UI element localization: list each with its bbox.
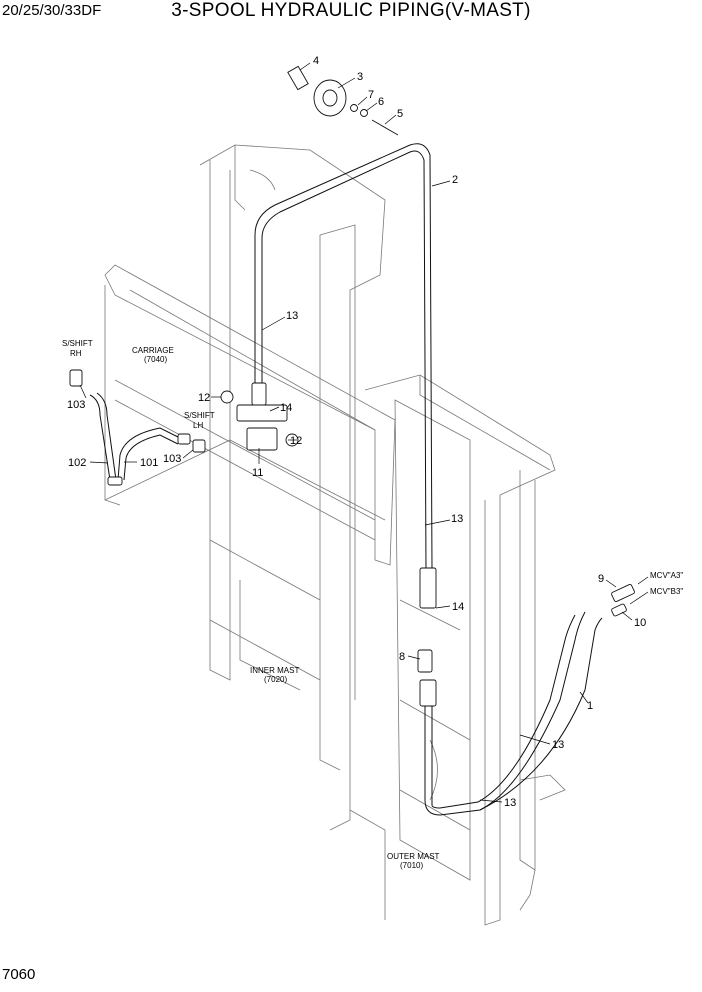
callout-14-lower: 14 bbox=[452, 601, 464, 613]
leader-lines bbox=[79, 62, 649, 803]
note-inner-mast-ref: (7020) bbox=[264, 675, 287, 684]
callout-8: 8 bbox=[399, 651, 405, 663]
note-carriage-ref: (7040) bbox=[144, 355, 167, 364]
note-mcv-a3: MCV"A3" bbox=[650, 571, 683, 580]
note-sshift-lh-line1: S/SHIFT bbox=[184, 411, 215, 420]
callout-7: 7 bbox=[368, 89, 374, 101]
inner-mast-frame bbox=[199, 144, 386, 920]
callout-12-left: 12 bbox=[198, 392, 210, 404]
shaft-pin bbox=[287, 65, 309, 91]
note-outer-mast-ref: (7010) bbox=[400, 861, 423, 870]
mcv-adapters bbox=[611, 584, 635, 617]
callout-13-lower-b: 13 bbox=[504, 797, 516, 809]
callout-101: 101 bbox=[140, 457, 158, 469]
note-inner-mast: INNER MAST bbox=[250, 666, 299, 675]
callout-103-right: 103 bbox=[163, 453, 181, 465]
outer-mast-frame bbox=[364, 374, 566, 926]
callout-9: 9 bbox=[598, 573, 604, 585]
nut bbox=[360, 109, 368, 117]
manifold-block bbox=[220, 390, 299, 451]
callout-14-upper: 14 bbox=[280, 402, 292, 414]
callout-4: 4 bbox=[313, 55, 319, 67]
callout-5: 5 bbox=[397, 108, 403, 120]
callout-13-middle: 13 bbox=[451, 513, 463, 525]
note-outer-mast: OUTER MAST bbox=[387, 852, 440, 861]
callout-1: 1 bbox=[587, 700, 593, 712]
page-title: 3-SPOOL HYDRAULIC PIPING(V-MAST) bbox=[171, 0, 531, 21]
callout-11: 11 bbox=[252, 467, 263, 479]
note-carriage: CARRIAGE bbox=[132, 346, 174, 355]
hose-assembly-2 bbox=[254, 143, 433, 571]
bolt bbox=[371, 119, 399, 136]
callout-6: 6 bbox=[378, 96, 384, 108]
callout-10: 10 bbox=[634, 617, 646, 629]
callout-102: 102 bbox=[68, 457, 86, 469]
washer bbox=[350, 104, 358, 112]
carriage-frame bbox=[104, 264, 396, 566]
page-number: 7060 bbox=[2, 966, 36, 983]
model-code: 20/25/30/33DF bbox=[2, 2, 102, 19]
callout-13-lower-a: 13 bbox=[552, 739, 564, 751]
sideshift-fittings bbox=[69, 369, 206, 486]
sheave-wheel bbox=[313, 79, 347, 117]
note-sshift-lh-line2: LH bbox=[193, 421, 203, 430]
callout-12-right: 12 bbox=[290, 435, 302, 447]
note-sshift-rh-line2: RH bbox=[70, 349, 82, 358]
callout-13-upper: 13 bbox=[286, 310, 298, 322]
hose-fittings-lower bbox=[417, 567, 437, 707]
note-sshift-rh-line1: S/SHIFT bbox=[62, 339, 93, 348]
callout-103-left: 103 bbox=[67, 399, 85, 411]
callout-2: 2 bbox=[452, 174, 458, 186]
hose-assembly-1 bbox=[424, 611, 603, 816]
callout-3: 3 bbox=[357, 71, 363, 83]
note-mcv-b3: MCV"B3" bbox=[650, 587, 683, 596]
sideshift-tubes bbox=[89, 392, 181, 481]
